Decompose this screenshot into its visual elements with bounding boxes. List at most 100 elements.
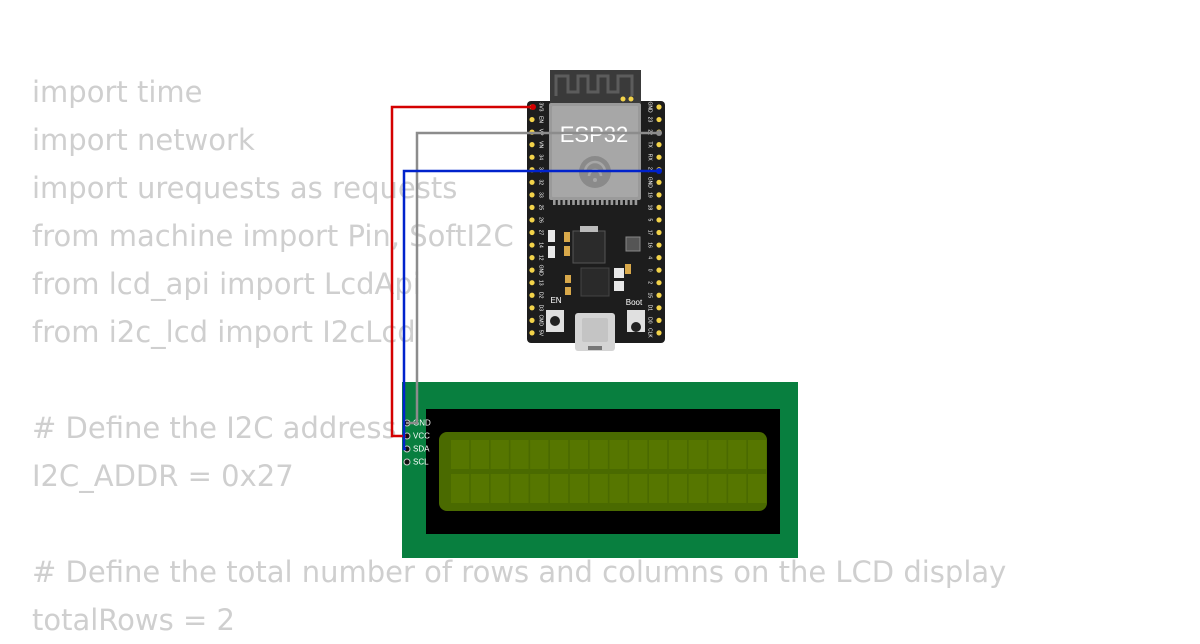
- header-pin-label: 16: [647, 242, 653, 248]
- code-line: from i2c_lcd import I2cLcd: [32, 315, 416, 349]
- esp32-chip-label: ESP32: [560, 122, 629, 147]
- header-pin-label: GND: [538, 265, 544, 277]
- code-background: import time import network import urequest…: [32, 68, 1006, 644]
- wire-vcc-red[interactable]: [390, 105, 533, 438]
- esp32-board[interactable]: ESP32 EN Boot: [527, 70, 665, 351]
- header-pin[interactable]: [656, 255, 662, 261]
- code-line: # Define the total number of rows and co…: [32, 555, 1007, 589]
- antenna-pad: [628, 96, 634, 102]
- wires: [390, 104, 662, 451]
- wire-gnd-gray[interactable]: [406, 131, 659, 425]
- usb-port-icon: [575, 313, 615, 351]
- lcd-pin[interactable]: [403, 458, 411, 466]
- wire-sda-blue[interactable]: [402, 169, 659, 451]
- header-pin[interactable]: [656, 317, 662, 323]
- header-pin-label: 4: [647, 256, 653, 259]
- boot-button[interactable]: [627, 310, 645, 332]
- header-pin[interactable]: [529, 192, 535, 198]
- header-pin[interactable]: [529, 305, 535, 311]
- header-pin[interactable]: [529, 255, 535, 261]
- lcd-pin-label: SCL: [413, 458, 429, 467]
- header-pin-label: D3: [538, 305, 544, 312]
- header-pin[interactable]: [656, 305, 662, 311]
- smd-component: [565, 287, 571, 295]
- voltage-regulator: [572, 230, 606, 264]
- header-pin[interactable]: [529, 217, 535, 223]
- header-pin-label: EN: [538, 116, 544, 123]
- boot-label: Boot: [626, 298, 643, 307]
- header-pin-label: 25: [538, 205, 544, 211]
- smd-component: [625, 264, 631, 274]
- header-pin-label: 18: [647, 205, 653, 211]
- code-line: import time: [32, 75, 203, 109]
- smd-component: [565, 275, 571, 283]
- circuit-diagram: ESP32 EN Boot: [390, 70, 798, 558]
- header-pin-label: 34: [538, 154, 544, 160]
- wire-endpoint: [656, 168, 662, 174]
- header-pin-label: GND: [647, 101, 653, 113]
- header-pin-label: TX: [647, 141, 653, 148]
- header-pin[interactable]: [656, 229, 662, 236]
- header-pin[interactable]: [529, 142, 535, 148]
- wire-endpoint: [656, 130, 662, 136]
- code-line: # Define the I2C address: [32, 411, 397, 445]
- header-pin-label: 12: [538, 255, 544, 261]
- header-pin[interactable]: [656, 154, 662, 160]
- header-pin-label: 33: [538, 192, 544, 198]
- antenna-trace: [554, 74, 634, 96]
- code-line: import network: [32, 123, 255, 157]
- smd-component: [614, 281, 624, 291]
- header-pin[interactable]: [529, 280, 535, 286]
- lcd-pin-label: SDA: [413, 445, 430, 454]
- header-pin[interactable]: [656, 267, 662, 273]
- header-pin-label: CMD: [538, 315, 544, 327]
- en-label: EN: [550, 296, 561, 305]
- smd-component: [564, 232, 570, 242]
- en-button[interactable]: [546, 310, 564, 332]
- antenna-pad: [620, 96, 626, 102]
- header-pin[interactable]: [656, 192, 662, 198]
- header-pin[interactable]: [656, 116, 662, 123]
- code-line: import urequests as requests: [32, 171, 458, 205]
- header-pin-label: D2: [538, 292, 544, 299]
- header-pin[interactable]: [529, 242, 535, 248]
- header-pin[interactable]: [529, 116, 535, 123]
- header-pin[interactable]: [529, 179, 535, 185]
- lcd-character-grid: [451, 440, 767, 503]
- smd-component: [548, 230, 555, 242]
- header-pin[interactable]: [529, 267, 535, 273]
- header-pin[interactable]: [656, 204, 662, 210]
- header-pin-label: D0: [647, 317, 653, 324]
- header-pin[interactable]: [529, 204, 535, 210]
- header-pin-label: 17: [647, 230, 653, 236]
- header-pin[interactable]: [529, 330, 535, 336]
- header-pin-label: 0: [647, 269, 653, 272]
- header-pin[interactable]: [656, 217, 662, 223]
- header-pin-label: 19: [647, 192, 653, 198]
- header-pin[interactable]: [529, 292, 535, 298]
- smd-component: [564, 246, 570, 256]
- header-pin-label: CLK: [647, 328, 653, 338]
- code-line: I2C_ADDR = 0x27: [32, 459, 294, 493]
- header-pin[interactable]: [656, 104, 662, 110]
- code-line: from machine import Pin, SoftI2C: [32, 219, 514, 253]
- header-pin[interactable]: [656, 142, 662, 148]
- smd-component: [548, 246, 555, 258]
- module-pads: [553, 199, 638, 205]
- header-pin-label: 26: [538, 217, 544, 223]
- header-pin[interactable]: [656, 280, 662, 286]
- header-pin[interactable]: [656, 179, 662, 185]
- header-pin[interactable]: [529, 229, 535, 236]
- header-pin-label: GND: [647, 177, 653, 189]
- header-pin-label: RX: [647, 154, 653, 162]
- header-pin-label: 27: [538, 230, 544, 236]
- header-pin[interactable]: [529, 154, 535, 160]
- header-pin[interactable]: [656, 330, 662, 336]
- header-pin-label: 23: [647, 117, 653, 123]
- header-pin-label: VN: [538, 141, 544, 148]
- header-pin[interactable]: [656, 292, 662, 298]
- header-pin[interactable]: [529, 317, 535, 323]
- header-pin[interactable]: [656, 242, 662, 248]
- wire-endpoint: [530, 104, 536, 110]
